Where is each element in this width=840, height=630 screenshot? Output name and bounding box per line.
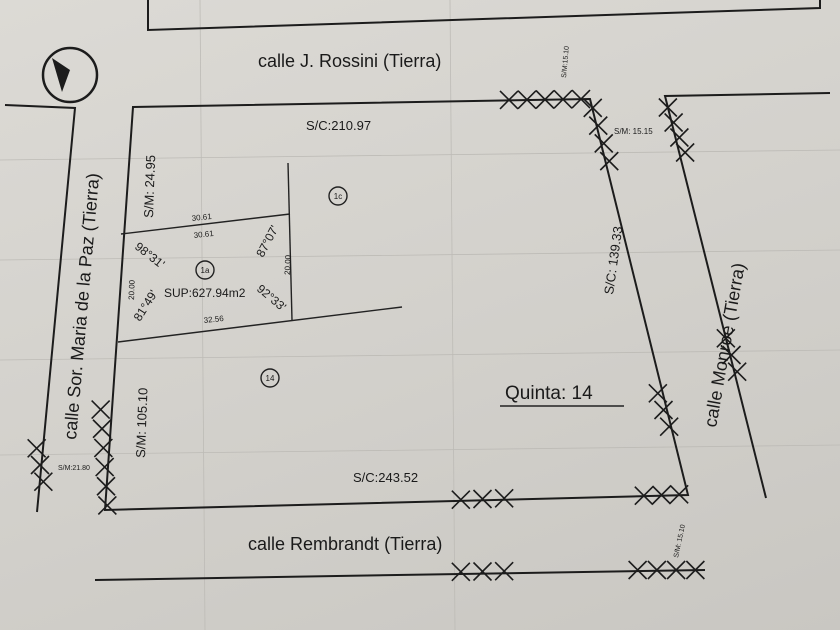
north-block-edge: [147, 0, 821, 32]
hash-mark: [727, 362, 747, 382]
sc-south: S/C:243.52: [353, 470, 418, 485]
hash-mark: [499, 90, 519, 110]
sm-west-street: S/M:21.80: [58, 465, 90, 472]
hash-mark: [92, 419, 112, 439]
sm-ne-corner: S/M: 15.15: [614, 127, 653, 136]
hash-mark: [721, 345, 742, 365]
sm-west-lot: S/M: 105.10: [133, 388, 150, 459]
lot-1a-north-line: [120, 213, 291, 235]
hash-mark: [553, 89, 573, 109]
parcel-14-marker: [260, 368, 280, 388]
south-street-edge: [94, 569, 706, 581]
hash-mark: [628, 560, 648, 580]
hash-mark: [675, 142, 695, 163]
hash-mark: [494, 561, 514, 581]
lot-1a-right: 20.00: [283, 254, 293, 275]
hash-mark: [27, 438, 47, 458]
street-west: calle Sor. Maria de la Paz (Tierra): [60, 172, 103, 440]
sm-rossini: S/M:15.10: [561, 46, 571, 79]
hash-mark: [669, 127, 689, 148]
lot-1a-top-outer: 30.61: [191, 212, 212, 223]
hash-mark: [96, 476, 116, 496]
sc-north: S/C:210.97: [306, 118, 371, 133]
lot-1a-angle-se: 92°33': [254, 282, 289, 314]
hash-mark: [588, 116, 608, 136]
hash-mark: [30, 455, 50, 475]
sm-southeast: S/M: 15.10: [673, 524, 687, 559]
hash-mark: [685, 560, 705, 580]
boundary-hash-marks: [27, 89, 747, 582]
west-street-edge: [4, 104, 77, 513]
hash-mark: [95, 457, 115, 477]
street-north: calle J. Rossini (Tierra): [258, 51, 441, 71]
hash-mark: [451, 562, 471, 582]
hash-mark: [91, 400, 111, 420]
lot-boundary: [103, 97, 690, 512]
lot-1a-east-line: [287, 162, 293, 321]
lot-1a-area: SUP:627.94m2: [164, 286, 246, 300]
hash-mark: [517, 90, 537, 110]
hash-mark: [583, 98, 603, 118]
hash-mark: [472, 489, 493, 509]
lot-1a-angle-ne: 87°07': [253, 223, 281, 259]
lot-1a-south-line: [117, 306, 403, 343]
hash-mark: [651, 485, 672, 505]
hash-mark: [653, 400, 674, 420]
hash-mark: [669, 484, 689, 504]
lot-1a-angle-nw: 98°31': [132, 239, 167, 271]
hash-mark: [648, 383, 668, 403]
parcel-1a-label: 1a: [201, 266, 210, 275]
hash-mark: [658, 97, 678, 118]
parcel-1c-marker: [328, 186, 348, 206]
block-label: Quinta: 14: [505, 383, 593, 404]
hash-mark: [97, 495, 117, 515]
sm-lot-top: S/M: 24.95: [141, 155, 158, 218]
hash-mark: [33, 472, 53, 492]
hash-mark: [93, 438, 113, 458]
hash-mark: [594, 133, 614, 153]
hash-mark: [634, 486, 654, 506]
sc-east: S/C: 139.33: [601, 225, 625, 295]
hash-mark: [472, 561, 493, 582]
hash-mark: [571, 89, 591, 109]
hash-mark: [664, 112, 684, 133]
east-street-edge: [663, 92, 831, 499]
parcel-14-label: 14: [266, 374, 275, 383]
hash-mark: [716, 328, 736, 348]
north-arrow-icon: [41, 46, 99, 104]
lot-1a-top-inner: 30.61: [193, 229, 214, 240]
street-south: calle Rembrandt (Tierra): [248, 534, 442, 554]
hash-mark: [494, 488, 514, 508]
parcel-1c-label: 1c: [334, 192, 342, 201]
lot-1a-bottom: 32.56: [203, 314, 224, 325]
hash-mark: [535, 89, 555, 110]
hash-mark: [451, 490, 471, 510]
hash-mark: [599, 151, 619, 171]
hash-mark: [666, 560, 686, 580]
hash-mark: [659, 417, 679, 437]
lot-1a-left: 20.00: [127, 279, 137, 300]
hash-mark: [647, 560, 667, 580]
parcel-1a-marker: [195, 260, 215, 280]
